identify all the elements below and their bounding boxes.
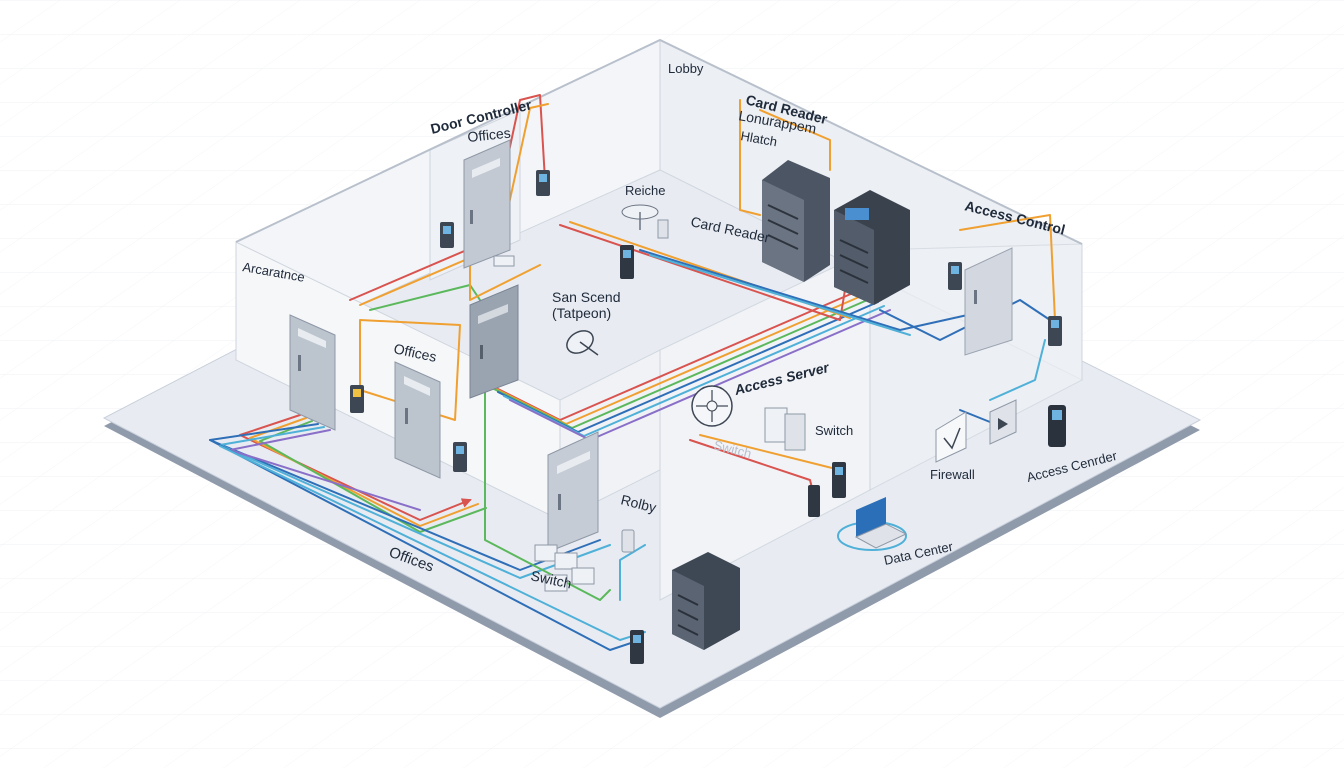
server-racks: [672, 160, 910, 650]
junction-box-icon: [493, 255, 515, 267]
doors: [289, 139, 1013, 553]
satellite-dish-icon: [566, 330, 599, 356]
door-icon: [289, 314, 336, 431]
card-reader-icon: [350, 385, 364, 413]
label-lobby-top: Lobby: [668, 61, 704, 76]
firewall-icon: [935, 411, 967, 463]
card-reader-icon: [630, 630, 644, 664]
fan-icon: [691, 385, 733, 427]
card-reader-icon: [536, 170, 550, 196]
label-san-scend: San Scend: [552, 289, 621, 305]
label-switch-right: Switch: [815, 423, 853, 438]
label-offices-back: Offices: [467, 125, 512, 145]
door-icon: [463, 139, 511, 269]
door-icon: [547, 431, 599, 553]
server-rack-icon: [834, 190, 910, 305]
label-garbled-2: Hlatch: [739, 128, 778, 149]
switches: [534, 407, 806, 592]
switch-icon: [764, 407, 806, 451]
card-reader-icon: [621, 529, 635, 553]
card-reader-icon: [453, 442, 467, 472]
label-reiche: Reiche: [625, 183, 665, 198]
card-reader-icon: [620, 245, 634, 279]
label-tatpeon: (Tatpeon): [552, 305, 611, 321]
server-rack-icon: [672, 552, 740, 650]
card-reader-icon: [440, 222, 454, 248]
card-reader-icon: [948, 262, 962, 290]
card-reader-icon: [832, 462, 846, 498]
camera-icon: [621, 204, 669, 239]
card-reader-icon: [808, 485, 820, 517]
card-readers: [350, 170, 1066, 664]
card-reader-icon: [1048, 405, 1066, 447]
card-reader-icon: [1048, 316, 1062, 346]
switch-icon: [534, 544, 595, 592]
label-firewall: Firewall: [930, 467, 975, 482]
server-rack-icon: [762, 160, 830, 282]
door-icon: [394, 361, 441, 479]
door-icon: [469, 284, 519, 399]
laptop-icon: [837, 497, 908, 551]
play-panel-icon: [989, 399, 1017, 445]
door-icon: [964, 247, 1013, 356]
